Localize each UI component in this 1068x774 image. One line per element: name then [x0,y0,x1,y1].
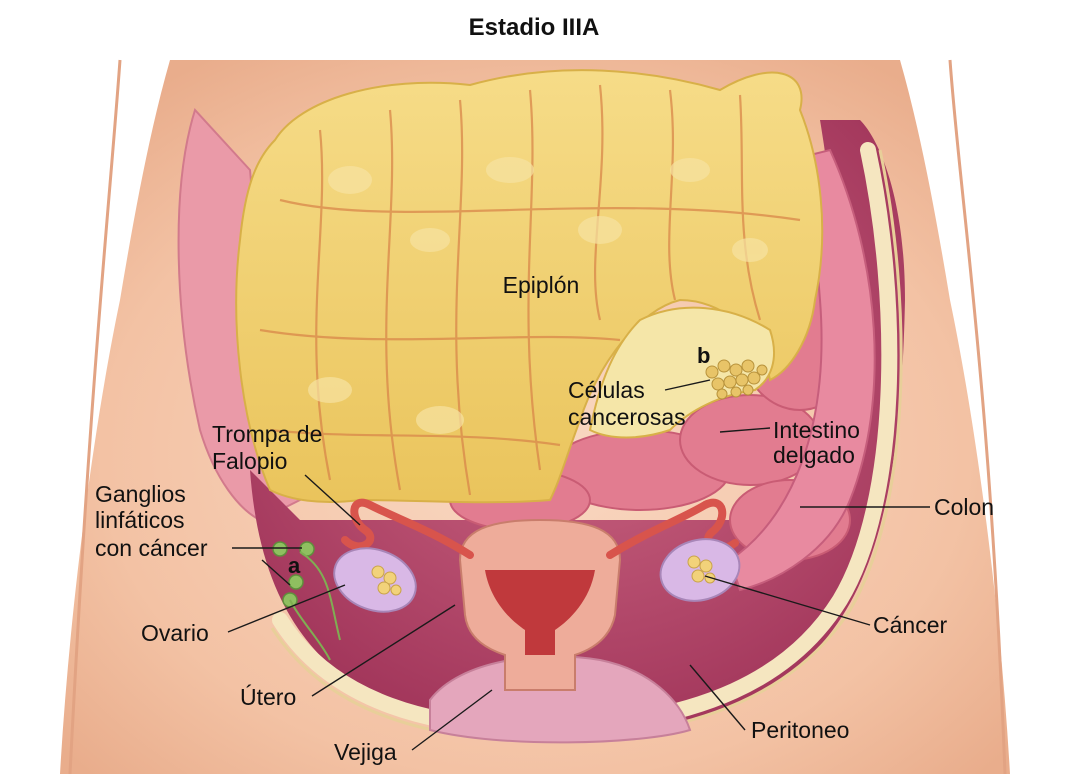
label-peritoneo: Peritoneo [751,717,849,743]
label-cancer: Cáncer [873,612,947,638]
label-ganglios-line2: linfáticos [95,507,184,533]
label-letter-b: b [697,343,710,368]
label-utero: Útero [240,684,296,710]
label-celulas-line2: cancerosas [568,404,686,430]
label-trompa-line1: Trompa de [212,421,322,447]
label-colon: Colon [934,494,994,520]
label-epiplon: Epiplón [503,272,580,298]
diagram-title: Estadio IIIA [469,14,600,41]
label-ganglios-line3: con cáncer [95,535,208,561]
label-ovario: Ovario [141,620,209,646]
label-intestino-line1: Intestino [773,417,860,443]
label-intestino-line2: delgado [773,442,855,468]
label-letter-a: a [288,553,301,578]
label-ganglios-line1: Ganglios [95,481,186,507]
label-trompa-line2: Falopio [212,448,287,474]
label-vejiga: Vejiga [334,739,397,765]
label-celulas-line1: Células [568,377,645,403]
